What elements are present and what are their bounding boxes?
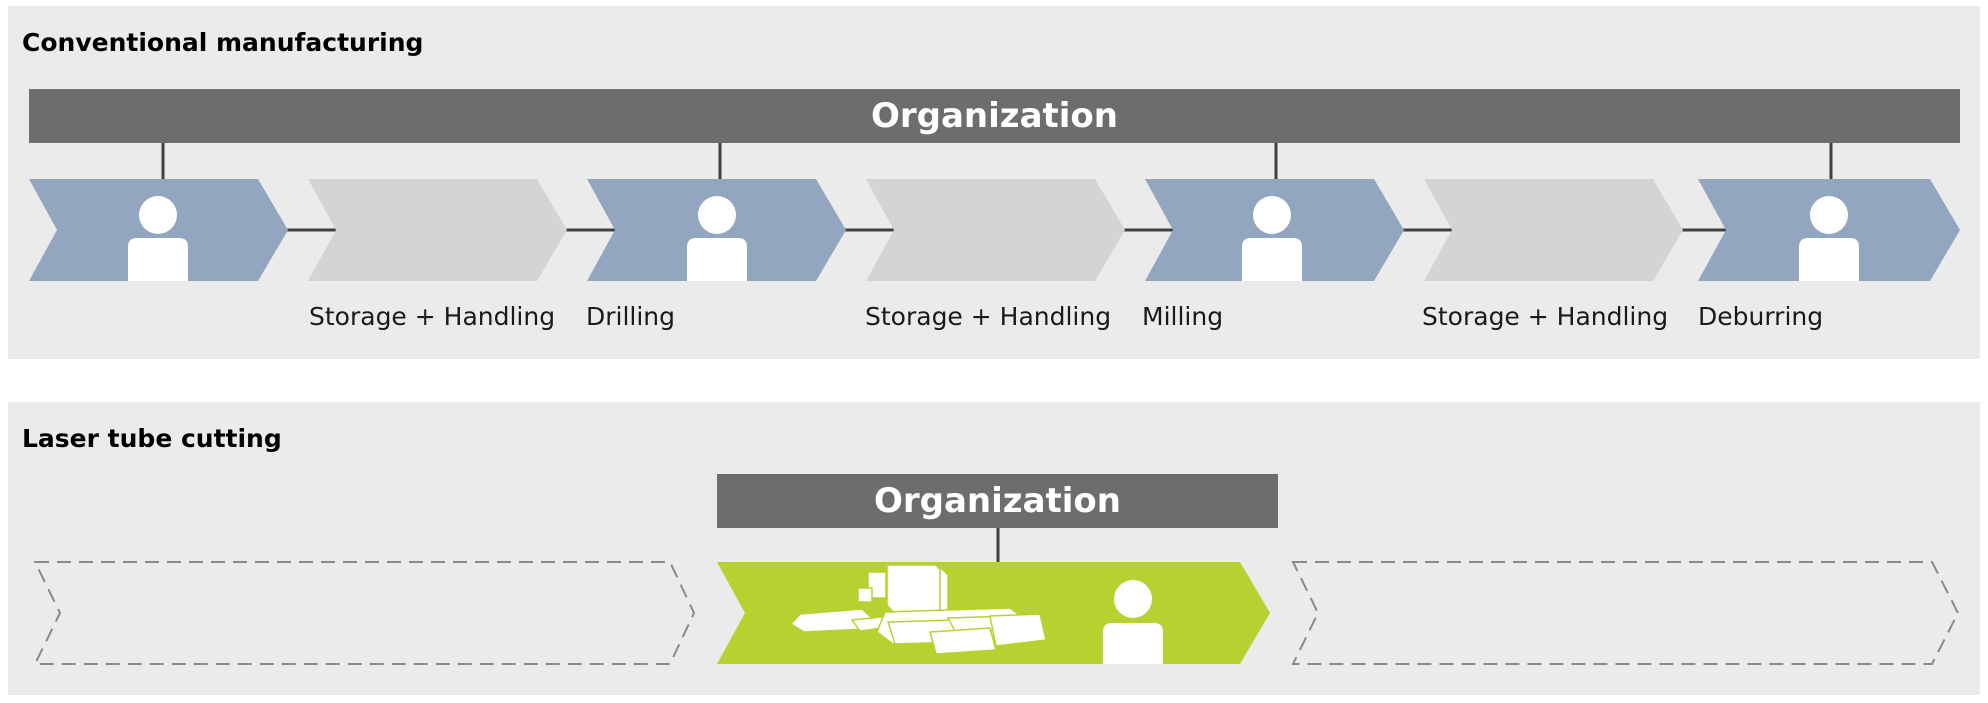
step-label-deburring: Deburring <box>1698 302 1824 331</box>
step-label-drilling: Drilling <box>586 302 676 331</box>
step-chevron-2 <box>308 179 567 281</box>
step-label-storage-handling-2: Storage + Handling <box>865 302 1112 331</box>
org-connectors-top <box>161 143 1833 179</box>
conventional-manufacturing-title: Conventional manufacturing <box>22 28 424 57</box>
organization-bar-laser: Organization <box>717 474 1278 528</box>
laser-tube-cutting-title: Laser tube cutting <box>22 424 282 453</box>
step-label-storage-handling-1: Storage + Handling <box>309 302 556 331</box>
step-chevron-4 <box>866 179 1125 281</box>
laser-machine-icon <box>789 564 1047 655</box>
eliminated-step-left <box>33 561 696 665</box>
step-chevron-6 <box>1424 179 1683 281</box>
organization-bar-conventional: Organization <box>29 89 1960 143</box>
step-label-milling: Milling <box>1142 302 1224 331</box>
person-icon <box>128 196 188 281</box>
operator-person-icon <box>1103 580 1163 664</box>
person-icon <box>1799 196 1859 281</box>
person-icon <box>687 196 747 281</box>
person-icon <box>1242 196 1302 281</box>
eliminated-step-right <box>1291 561 1960 665</box>
step-label-storage-handling-3: Storage + Handling <box>1422 302 1669 331</box>
